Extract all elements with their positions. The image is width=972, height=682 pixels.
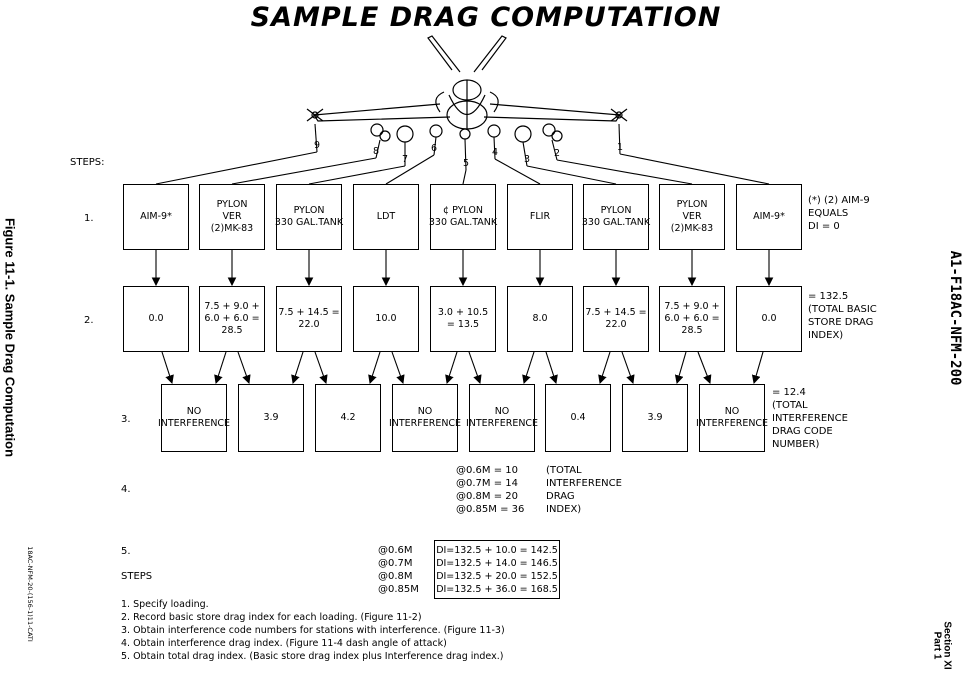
store-loading-box: LDT [353, 184, 419, 250]
store-loading-box: PYLON 330 GAL.TANK [275, 184, 343, 250]
interference-code-box: NO INTERFERENCE [466, 384, 538, 452]
step-arrow [522, 351, 535, 385]
station-leader-line [551, 139, 558, 161]
step5-results-box: DI=132.5 + 10.0 = 142.5 DI=132.5 + 14.0 … [434, 540, 560, 599]
row-number-step4: 4. [121, 484, 131, 495]
step1-note: (*) (2) AIM-9 EQUALS DI = 0 [808, 195, 870, 232]
station-number: 3 [524, 154, 531, 165]
instruction-item: 5. Obtain total drag index. (Basic store… [121, 651, 504, 662]
basic-drag-index-box: 7.5 + 14.5 = 22.0 [276, 286, 342, 352]
interference-code-box: 4.2 [315, 384, 381, 452]
store-loading-box: AIM-9* [736, 184, 802, 250]
store-loading-box: PYLON VER (2)MK-83 [199, 184, 265, 250]
interference-code-box: NO INTERFERENCE [389, 384, 461, 452]
step-arrow [697, 351, 712, 385]
step-arrow [445, 351, 458, 385]
step4-mach-values: @0.6M = 10 @0.7M = 14 @0.8M = 20 @0.85M … [456, 465, 525, 515]
row-number-step1: 1. [84, 213, 94, 224]
basic-drag-index-box: 0.0 [123, 286, 189, 352]
step-arrow [598, 351, 611, 385]
station-leader-line [618, 123, 621, 155]
step-arrow [391, 351, 405, 385]
instruction-item: 4. Obtain interference drag index. (Figu… [121, 638, 447, 649]
station-leader-line [308, 165, 406, 185]
station-leader-line [464, 138, 467, 171]
step-arrow [314, 351, 328, 385]
basic-drag-index-box: 7.5 + 9.0 + 6.0 + 6.0 = 28.5 [199, 286, 265, 352]
station-number: 6 [431, 143, 438, 154]
station-leader-line [385, 154, 435, 185]
basic-drag-index-box: 8.0 [507, 286, 573, 352]
store-loading-box: FLIR [507, 184, 573, 250]
step-arrow [621, 351, 635, 385]
step-arrow [468, 351, 482, 385]
step-arrow [161, 351, 174, 385]
station-number: 8 [373, 146, 380, 157]
step-arrow [237, 351, 251, 385]
row-number-step2: 2. [84, 315, 94, 326]
basic-drag-index-box: 3.0 + 10.5 = 13.5 [430, 286, 496, 352]
station-leader-line [494, 158, 541, 185]
document-id: A1-F18AC-NFM-200 [947, 250, 963, 386]
station-leader-line [155, 151, 318, 185]
store-loading-box: AIM-9* [123, 184, 189, 250]
drawing-code: 18AC-NFM-20-(156-1)11-CATI [26, 546, 34, 642]
basic-drag-index-box: 10.0 [353, 286, 419, 352]
station-number: 5 [463, 158, 470, 169]
steps-heading: STEPS: [70, 157, 105, 168]
step4-note: (TOTAL INTERFERENCE DRAG INDEX) [546, 465, 622, 515]
interference-code-box: 3.9 [622, 384, 688, 452]
store-loading-box: PYLON VER (2)MK-83 [659, 184, 725, 250]
station-number: 1 [617, 142, 624, 153]
station-leader-line [462, 169, 467, 185]
station-leader-line [314, 123, 318, 153]
instruction-item: 1. Specify loading. [121, 599, 209, 610]
store-loading-box: ¢ PYLON 330 GAL.TANK [429, 184, 497, 250]
diagram-title: SAMPLE DRAG COMPUTATION [250, 2, 722, 33]
station-leader-line [433, 136, 437, 156]
step-arrow [545, 351, 558, 385]
aircraft-icon [306, 35, 628, 143]
part-label: Part 1 [931, 631, 943, 660]
interference-code-box: 3.9 [238, 384, 304, 452]
step-arrow [214, 351, 227, 385]
station-number: 7 [402, 154, 409, 165]
instruction-list: 1. Specify loading. 2. Record basic stor… [121, 598, 505, 663]
station-leader-line [493, 136, 496, 160]
section-label: Section XI [941, 621, 953, 670]
basic-drag-index-box: 7.5 + 9.0 + 6.0 + 6.0 = 28.5 [659, 286, 725, 352]
step5-label: STEPS [121, 571, 153, 582]
step5-mach-list: @0.6M @0.7M @0.8M @0.85M [378, 545, 419, 595]
station-leader-line [526, 165, 617, 185]
basic-drag-index-box: 0.0 [736, 286, 802, 352]
step-arrow [751, 351, 764, 385]
interference-code-box: 0.4 [545, 384, 611, 452]
interference-code-box: NO INTERFERENCE [158, 384, 230, 452]
step3-note: = 12.4 (TOTAL INTERFERENCE DRAG CODE NUM… [772, 387, 848, 450]
store-loading-box: PYLON 330 GAL.TANK [582, 184, 650, 250]
figure-caption: Figure 11-1. Sample Drag Computation [2, 217, 18, 458]
basic-drag-index-box: 7.5 + 14.5 = 22.0 [583, 286, 649, 352]
station-leader-line [522, 141, 528, 167]
step2-note: = 132.5 (TOTAL BASIC STORE DRAG INDEX) [808, 291, 877, 341]
row-number-step3: 3. [121, 414, 131, 425]
station-leader-line [375, 139, 381, 159]
station-number: 2 [554, 148, 561, 159]
step-arrow [368, 351, 381, 385]
station-leader-line [556, 159, 693, 185]
station-number: 9 [314, 140, 321, 151]
row-number-step5: 5. [121, 546, 131, 557]
station-leader-line [619, 153, 770, 185]
station-number: 4 [492, 147, 499, 158]
step-arrow [291, 351, 304, 385]
interference-code-box: NO INTERFERENCE [696, 384, 768, 452]
station-leader-line [231, 157, 377, 185]
instruction-item: 3. Obtain interference code numbers for … [121, 625, 505, 636]
instruction-item: 2. Record basic store drag index for eac… [121, 612, 422, 623]
step-arrow [674, 351, 687, 385]
